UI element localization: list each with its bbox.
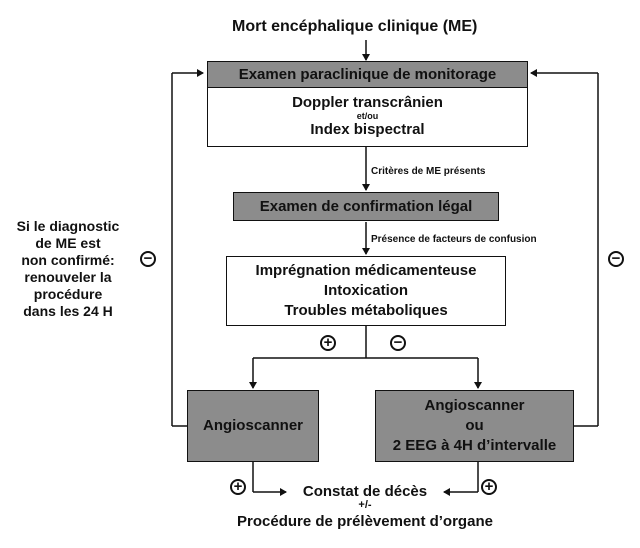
plus-sign-left-outcome: + bbox=[230, 479, 246, 495]
angioscanner-eeg-line-1: Angioscanner bbox=[424, 397, 525, 414]
monitoring-line-1: Doppler transcrânien bbox=[292, 94, 443, 111]
angioscanner-eeg-line-3: 2 EEG à 4H d’intervalle bbox=[392, 437, 557, 454]
monitoring-header: Examen paraclinique de monitorage bbox=[208, 62, 527, 88]
angioscanner-eeg-line-2: ou bbox=[465, 417, 484, 434]
minus-sign-right-branch: − bbox=[390, 335, 406, 351]
angioscanner-eeg-box: Angioscanner ou 2 EEG à 4H d’intervalle bbox=[375, 390, 574, 462]
side-note-line-6: dans les 24 H bbox=[23, 303, 113, 319]
diagram-title: Mort encéphalique clinique (ME) bbox=[232, 18, 478, 35]
monitoring-box: Examen paraclinique de monitorage Dopple… bbox=[207, 61, 528, 147]
plus-sign-right-outcome: + bbox=[481, 479, 497, 495]
confirmation-box: Examen de confirmation légal bbox=[233, 192, 499, 221]
outcome-line-3: Procédure de prélèvement d’organe bbox=[237, 513, 493, 530]
monitoring-line-2: et/ou bbox=[356, 111, 379, 121]
factor-line-1: Imprégnation médicamenteuse bbox=[255, 262, 477, 279]
side-note-line-1: Si le diagnostic bbox=[16, 218, 120, 234]
angioscanner-left-box: Angioscanner bbox=[187, 390, 319, 462]
side-note-line-5: procédure bbox=[33, 286, 103, 302]
edge-label-criteria: Critères de ME présents bbox=[371, 166, 486, 177]
factor-line-2: Intoxication bbox=[323, 282, 409, 299]
side-note-line-4: renouveler la bbox=[24, 269, 112, 285]
side-note: Si le diagnostic de ME est non confirmé:… bbox=[8, 218, 128, 320]
edge-label-confusion: Présence de facteurs de confusion bbox=[371, 234, 537, 245]
monitoring-line-3: Index bispectral bbox=[310, 121, 425, 138]
minus-sign-left-loop: − bbox=[140, 251, 156, 267]
plus-sign-left-branch: + bbox=[320, 335, 336, 351]
side-note-line-2: de ME est bbox=[35, 235, 101, 251]
confounding-factors-box: Imprégnation médicamenteuse Intoxication… bbox=[226, 256, 506, 326]
side-note-line-3: non confirmé: bbox=[21, 252, 115, 268]
factor-line-3: Troubles métaboliques bbox=[284, 302, 448, 319]
outcome-line-2: +/- bbox=[358, 499, 372, 511]
outcome-line-1: Constat de décès bbox=[302, 483, 428, 500]
minus-sign-right-loop: − bbox=[608, 251, 624, 267]
